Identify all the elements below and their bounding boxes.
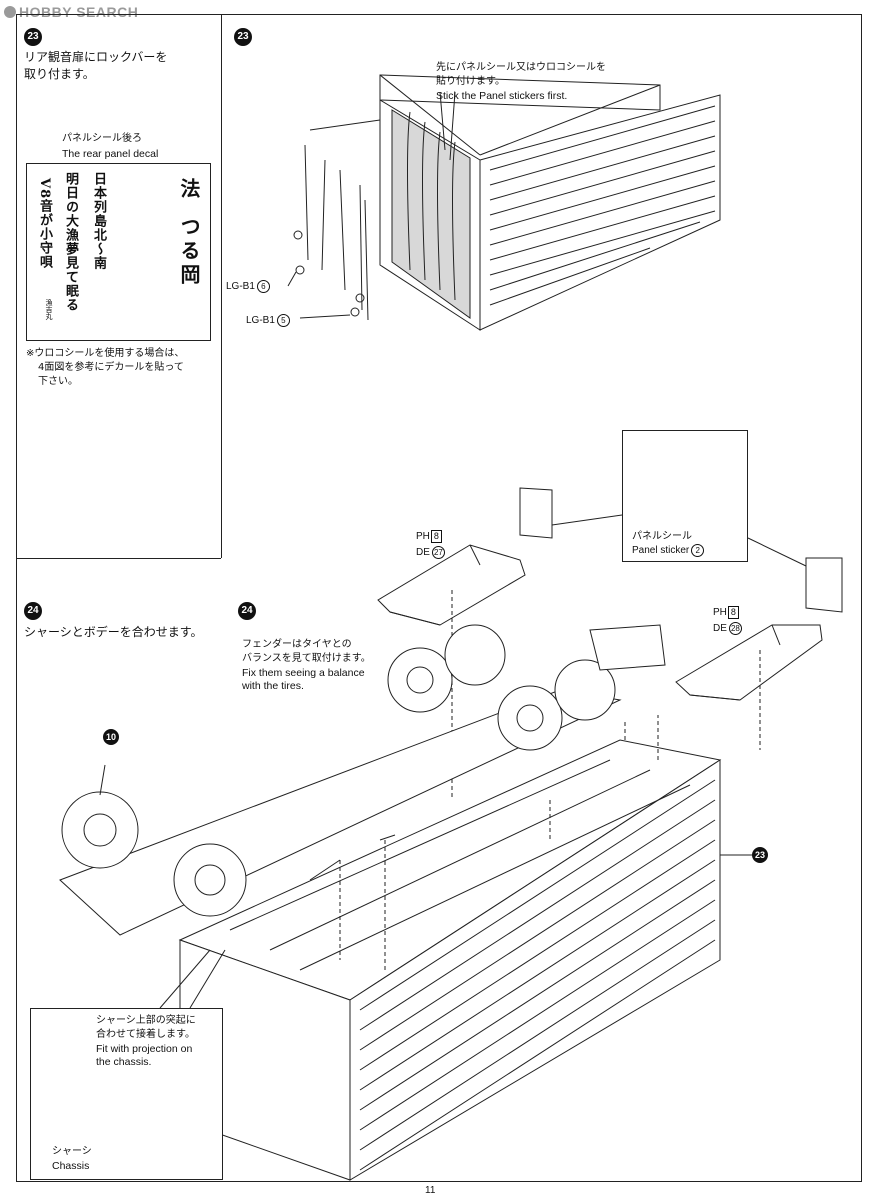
panel-sticker-inset xyxy=(622,430,748,562)
decal-caption-jp: パネルシール後ろ xyxy=(62,133,142,144)
inset-text-jp-line1: シャーシ上部の突起に xyxy=(96,1015,196,1026)
inset-text-en-line1: Fit with projection on xyxy=(96,1043,193,1055)
decal-text-col2: 明日の大漁夢見て眠る xyxy=(63,172,78,312)
container-rear-drawing xyxy=(287,74,721,331)
step-24-left-instruction: シャーシとボデーを合わせます。 xyxy=(24,625,203,639)
uroko-note-line2: 4面図を参考にデカールを貼って xyxy=(38,362,184,373)
decal-text-col3: V8音が小守唄 xyxy=(37,178,52,270)
decal-text-small: 漁吉丸 xyxy=(45,299,53,320)
callout-10-badge: 10 xyxy=(103,729,119,745)
step-23-right-note-en: Stick the Panel stickers first. xyxy=(436,90,568,102)
inset-chassis-label-jp: シャーシ xyxy=(52,1146,92,1157)
decal-caption-en: The rear panel decal xyxy=(62,148,159,160)
step-23-right-badge: 23 xyxy=(234,28,252,46)
uroko-note-line3: 下さい。 xyxy=(38,376,78,387)
decal-emblem-a: 法 xyxy=(177,178,201,202)
inset-text-en-line2: the chassis. xyxy=(96,1056,152,1068)
step-23-right-note-line2: 貼り付けます。 xyxy=(436,76,505,87)
step-23-right-note-line1: 先にパネルシール又はウロコシールを xyxy=(436,62,606,73)
panel-sticker-label-jp: パネルシール xyxy=(632,531,692,542)
chassis-drawing xyxy=(59,624,666,936)
fender-note-en-line1: Fix them seeing a balance xyxy=(242,667,365,679)
inset-text-jp-line2: 合わせて接着します。 xyxy=(96,1029,195,1040)
chassis-projection-inset xyxy=(30,1008,223,1180)
decal-emblem-b: つる岡 xyxy=(177,216,201,288)
container-body-drawing xyxy=(178,739,752,1181)
step-23-left-instruction-line1: リア観音扉にロックバーを xyxy=(24,50,168,64)
row-divider xyxy=(16,558,221,559)
page-frame xyxy=(16,14,862,1182)
fender-right-drawing xyxy=(675,624,823,750)
part-number-6: 6 xyxy=(256,280,270,293)
inset-chassis-label-en: Chassis xyxy=(52,1160,90,1172)
body-callout-23-badge: 23 xyxy=(752,847,768,863)
fender-note-en-line2: with the tires. xyxy=(242,680,304,692)
step-23-left-instruction-line2: 取り付ます。 xyxy=(24,67,95,81)
fender-note-jp-line2: バランスを見て取付けます。 xyxy=(242,653,371,664)
step-24-right-badge: 24 xyxy=(238,602,256,620)
uroko-note-line1: ※ウロコシールを使用する場合は、 xyxy=(26,348,185,359)
part-number-5: 5 xyxy=(276,314,290,327)
decal-text-col1: 日本列島北〜南 xyxy=(91,172,106,270)
rear-panel-decal: 日本列島北〜南 明日の大漁夢見て眠る V8音が小守唄 漁吉丸 法 つる岡 xyxy=(26,163,211,341)
page-number: 11 xyxy=(425,1185,436,1196)
hobby-search-logo-icon xyxy=(4,6,16,18)
fender-note-jp-line1: フェンダーはタイヤとの xyxy=(242,639,352,650)
column-divider xyxy=(221,14,222,558)
step-24-left-badge: 24 xyxy=(24,602,42,620)
watermark: HOBBY SEARCH xyxy=(4,4,138,20)
step-23-left-badge: 23 xyxy=(24,28,42,46)
